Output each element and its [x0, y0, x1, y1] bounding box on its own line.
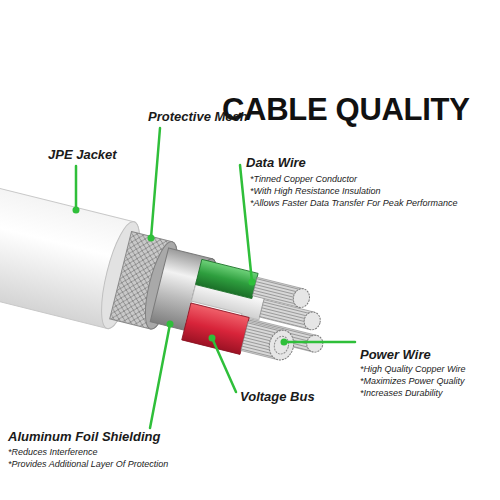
strand-end: [291, 287, 311, 309]
part-name: Power Wire: [360, 348, 431, 363]
feature-note: *High Quality Copper Wire: [360, 364, 465, 374]
feature-note: *Allows Faster Data Transfer For Peak Pe…: [250, 198, 457, 208]
data-wire-insulation: [196, 259, 259, 298]
leader-dot: [167, 321, 174, 328]
feature-note: *Maximizes Power Quality: [360, 376, 465, 386]
part-name: Aluminum Foil Shielding: [8, 430, 160, 445]
leader-dots: [73, 207, 288, 346]
leader-dot: [209, 335, 216, 342]
part-name: Voltage Bus: [240, 390, 315, 405]
leader-line: [212, 338, 236, 392]
strand-end: [305, 333, 325, 353]
title-text: CABLE QUALITY: [222, 92, 470, 128]
leader-dot: [249, 279, 256, 286]
leader-dot: [148, 235, 155, 242]
strand-end: [302, 310, 322, 331]
strand-ring: [272, 335, 290, 356]
feature-note: *With High Resistance Insulation: [250, 186, 380, 196]
cable-body: [0, 178, 341, 380]
leader-line: [75, 166, 78, 210]
leader-lines: [76, 128, 355, 428]
leader-line: [150, 324, 170, 428]
strand-end: [266, 328, 297, 363]
leader-line: [151, 128, 160, 238]
feature-note: *Provides Additional Layer Of Protection: [8, 459, 168, 469]
leader-dot: [73, 207, 80, 214]
part-name: JPE Jacket: [48, 148, 117, 163]
feature-note: *Increases Durability: [360, 388, 443, 398]
leader-line: [284, 341, 355, 344]
feature-note: *Reduces Interference: [8, 447, 98, 457]
part-name: Protective Mesh: [148, 110, 248, 125]
part-name: Data Wire: [246, 156, 306, 171]
feature-note: *Tinned Copper Conductor: [250, 174, 357, 184]
leader-dot: [281, 339, 288, 346]
